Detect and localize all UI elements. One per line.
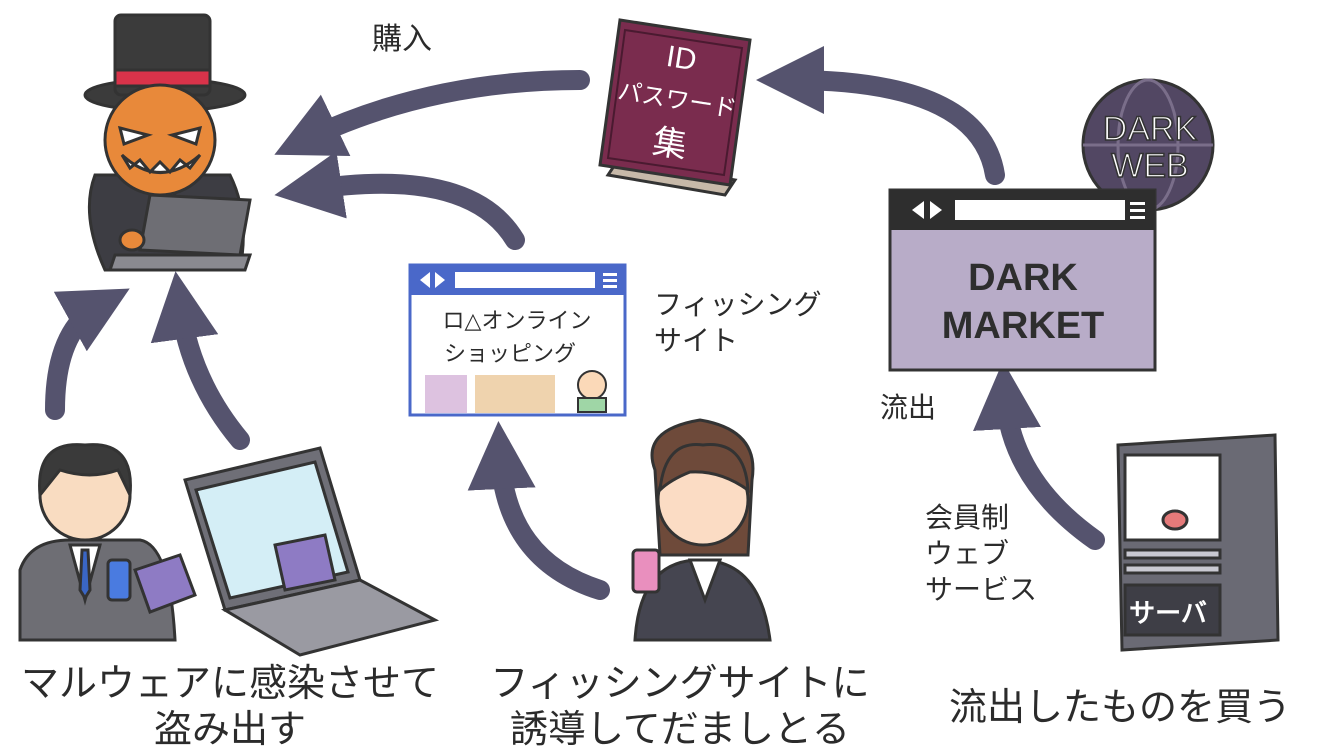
- membership-service-line2: ウェブ: [925, 537, 1010, 570]
- arrow-phishing-to-hacker: [274, 151, 525, 250]
- phishing-caption-line1: フィッシングサイトに: [490, 661, 870, 705]
- membership-service-line3: サービス: [925, 573, 1038, 606]
- shop-title-line2: ショッピング: [444, 342, 576, 367]
- purchase-label: 購入: [372, 22, 432, 57]
- phishing-caption: フィッシングサイトに 誘導してだましとる: [480, 660, 880, 752]
- book-title-id: ID: [664, 40, 699, 77]
- flow-arrows: [45, 46, 1105, 600]
- server-label: サーバ: [1129, 599, 1207, 629]
- malware-caption-line1: マルウェアに感染させて: [20, 661, 439, 705]
- phishing-site-label-line1: フィッシング: [654, 288, 822, 321]
- phishing-shop-window: [408, 263, 627, 417]
- phishing-site-label: フィッシング サイト: [654, 287, 821, 359]
- malware-caption: マルウェアに感染させて 盗み出す: [5, 660, 455, 752]
- arrow-laptop-to-hacker: [150, 271, 250, 450]
- arrow-book-to-hacker: [274, 70, 590, 156]
- hacker-character: [83, 13, 253, 272]
- buy-caption: 流出したものを買う: [948, 685, 1291, 729]
- malware-caption-line2: 盗み出す: [153, 707, 306, 751]
- businessman-character: [18, 443, 197, 642]
- arrow-market-to-book: [756, 46, 1005, 185]
- dark-market-title-line2: MARKET: [942, 305, 1105, 347]
- arrow-server-to-market: [973, 361, 1105, 550]
- membership-service-label: 会員制 ウェブ サービス: [925, 500, 1037, 608]
- dark-web-badge-line2: WEB: [1111, 147, 1188, 185]
- arrow-woman-to-phishing: [467, 421, 610, 600]
- phishing-site-label-line2: サイト: [654, 324, 739, 357]
- leak-label: 流出: [880, 391, 937, 424]
- dark-market-title-line1: DARK: [968, 257, 1078, 299]
- arrow-businessman-to-hacker: [45, 288, 130, 420]
- server-machine: [1116, 433, 1280, 652]
- shop-title-line1: ロ△オンライン: [443, 309, 592, 334]
- woman-character: [631, 418, 772, 642]
- infected-laptop: [183, 446, 440, 657]
- id-password-book: [598, 18, 752, 197]
- phishing-caption-line2: 誘導してだましとる: [509, 707, 851, 751]
- book-title-collection: 集: [650, 122, 690, 167]
- dark-web-badge-line1: DARK: [1103, 110, 1198, 148]
- dark-market-window: [888, 188, 1157, 372]
- membership-service-line1: 会員制: [925, 501, 1010, 534]
